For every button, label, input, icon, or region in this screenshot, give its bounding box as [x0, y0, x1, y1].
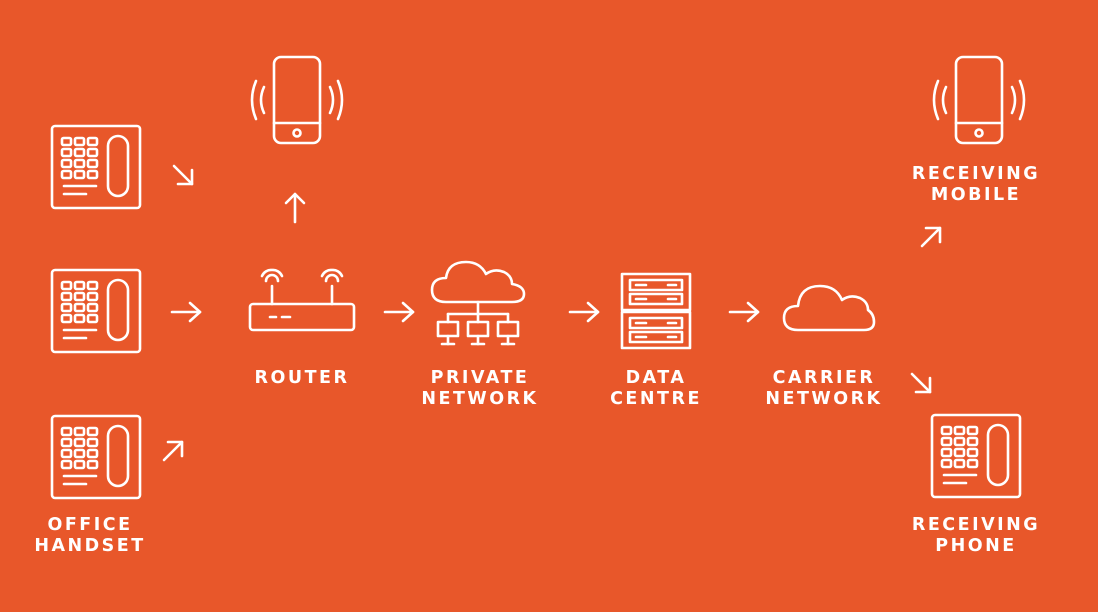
receiving-phone-label: RECEIVING PHONE — [891, 515, 1061, 557]
label-line: RECEIVING — [911, 164, 1041, 184]
arrow-right-icon — [728, 301, 760, 323]
arrow-down-right-icon — [910, 372, 932, 394]
label-line: CARRIER — [772, 368, 876, 388]
label-line: NETWORK — [765, 389, 883, 409]
cloud-icon — [782, 284, 876, 332]
label-line: ROUTER — [254, 368, 350, 388]
arrow-right-icon — [568, 301, 600, 323]
arrow-up-right-icon — [162, 440, 184, 462]
label-line: DATA — [625, 368, 687, 388]
label-line: CENTRE — [610, 389, 702, 409]
desk-phone-icon — [50, 124, 142, 210]
desk-phone-icon — [50, 414, 142, 500]
server-rack-icon — [620, 272, 692, 350]
mobile-phone-icon — [250, 55, 344, 145]
arrow-right-icon — [170, 301, 202, 323]
private-network-label: PRIVATE NETWORK — [400, 368, 560, 410]
router-label: ROUTER — [222, 368, 382, 389]
arrow-down-right-icon — [172, 164, 194, 186]
data-centre-label: DATA CENTRE — [586, 368, 726, 410]
arrow-up-right-icon — [920, 226, 942, 248]
label-line: OFFICE — [47, 515, 133, 535]
router-icon — [248, 268, 356, 332]
cloud-network-icon — [430, 260, 526, 346]
label-line: PRIVATE — [430, 368, 530, 388]
mobile-phone-icon — [932, 55, 1026, 145]
label-line: PHONE — [935, 536, 1017, 556]
label-line: RECEIVING — [911, 515, 1041, 535]
desk-phone-icon — [930, 413, 1022, 499]
carrier-network-label: CARRIER NETWORK — [744, 368, 904, 410]
label-line: HANDSET — [34, 536, 146, 556]
label-line: MOBILE — [930, 185, 1022, 205]
receiving-mobile-label: RECEIVING MOBILE — [891, 164, 1061, 206]
arrow-right-icon — [383, 301, 415, 323]
desk-phone-icon — [50, 268, 142, 354]
arrow-up-icon — [284, 192, 306, 224]
office-handset-label: OFFICE HANDSET — [10, 515, 170, 557]
label-line: NETWORK — [421, 389, 539, 409]
